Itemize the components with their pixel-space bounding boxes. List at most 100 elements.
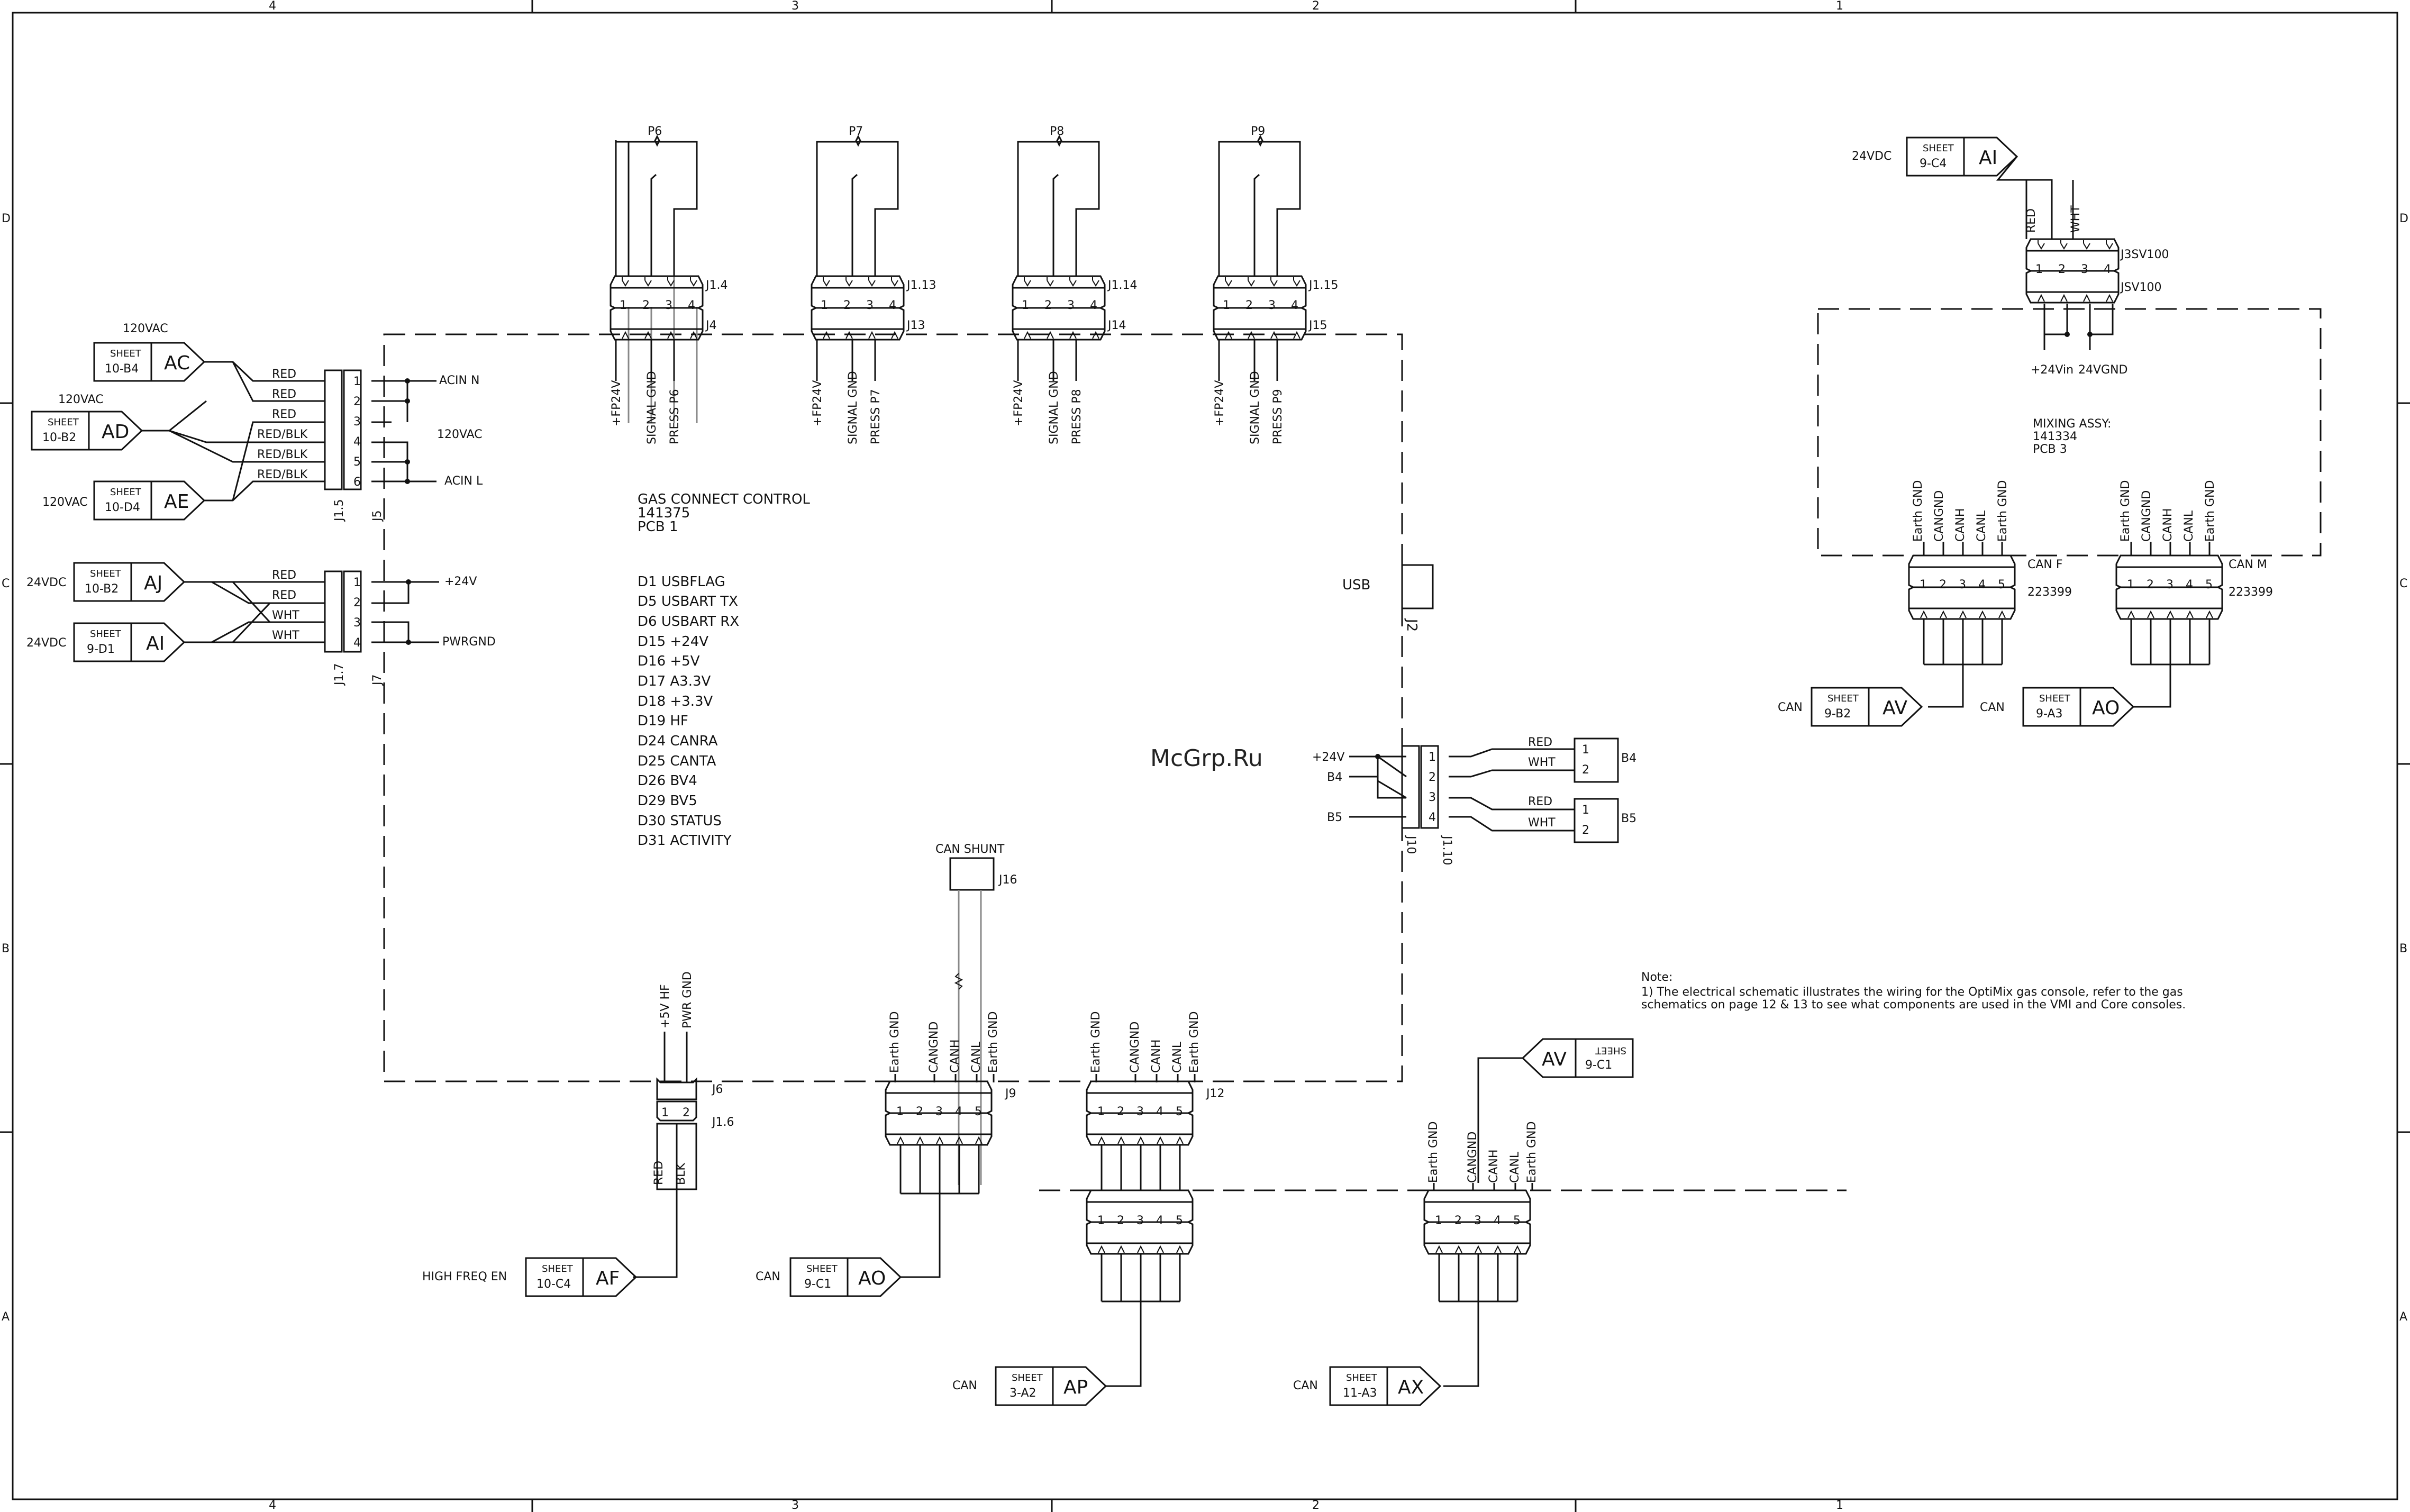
- pin-label: 4: [688, 299, 695, 312]
- svg-text:CANGND: CANGND: [1466, 1132, 1479, 1183]
- svg-text:10-B2: 10-B2: [42, 431, 76, 444]
- tag-ae: SHEET 10-D4 AE: [93, 480, 205, 521]
- tag-ao-j9: SHEET 9-C1 AO: [789, 1257, 902, 1297]
- svg-text:3: 3: [935, 1105, 943, 1118]
- svg-text:2: 2: [1939, 578, 1947, 591]
- svg-text:AP: AP: [1063, 1377, 1088, 1398]
- led-item: D30 STATUS: [638, 813, 722, 829]
- zone-right-c: C: [2399, 577, 2407, 590]
- svg-text:AC: AC: [164, 352, 190, 374]
- sensor-name: P8: [1050, 125, 1064, 138]
- ac-input-section: SHEET 10-B4 AC 120VAC SHEET 10-B2 AD 120…: [31, 322, 483, 522]
- zone-top-1: 1: [1836, 0, 1843, 13]
- led-item: D16 +5V: [638, 653, 700, 669]
- svg-text:3: 3: [2081, 263, 2088, 276]
- svg-text:2: 2: [1117, 1214, 1124, 1227]
- svg-text:PWRGND: PWRGND: [442, 635, 496, 649]
- valve-coil-b4: [1574, 737, 1619, 783]
- svg-text:+24V: +24V: [444, 575, 477, 588]
- svg-text:RED: RED: [272, 589, 296, 602]
- svg-text:RED: RED: [272, 569, 296, 582]
- svg-text:BLK: BLK: [675, 1163, 688, 1185]
- schematic-note: Note: 1) The electrical schematic illust…: [1641, 971, 2186, 1012]
- svg-text:1: 1: [1582, 804, 1589, 817]
- svg-text:SHEET: SHEET: [48, 417, 79, 428]
- svg-text:J7: J7: [371, 675, 384, 687]
- pin-label: 2: [1044, 299, 1052, 312]
- svg-text:CANH: CANH: [1487, 1150, 1500, 1183]
- signal-label: SIGNAL GND: [1048, 371, 1061, 444]
- svg-text:P9: P9: [1251, 125, 1265, 138]
- svg-text:SHEET: SHEET: [1827, 693, 1859, 704]
- pin-label: 1: [821, 299, 828, 312]
- svg-text:WHT: WHT: [272, 609, 299, 622]
- svg-text:+5V HF: +5V HF: [659, 984, 672, 1028]
- svg-text:4: 4: [1429, 811, 1436, 824]
- svg-text:223399: 223399: [2229, 586, 2273, 599]
- can-shunt: CAN SHUNT J16: [935, 843, 1017, 1185]
- svg-text:AJ: AJ: [144, 572, 162, 594]
- svg-text:J6: J6: [711, 1083, 723, 1096]
- svg-text:CAN: CAN: [756, 1270, 780, 1283]
- zone-bottom-3: 3: [792, 1499, 799, 1512]
- pin-label: 1: [1223, 299, 1230, 312]
- pin-label: 2: [1245, 299, 1253, 312]
- svg-text:RED/BLK: RED/BLK: [257, 448, 308, 461]
- svg-text:10-B2: 10-B2: [85, 582, 119, 596]
- pin-label: 1: [620, 299, 627, 312]
- svg-text:3: 3: [353, 616, 361, 630]
- zone-bottom-4: 4: [269, 1499, 276, 1512]
- cable-ref: J1.4: [705, 279, 727, 292]
- svg-text:9-D1: 9-D1: [87, 643, 115, 656]
- led-item: D24 CANRA: [638, 733, 718, 749]
- svg-text:AE: AE: [164, 491, 189, 513]
- svg-text:2: 2: [1582, 763, 1589, 777]
- pin-label: 4: [1090, 299, 1097, 312]
- voltage-label: 24VDC: [26, 636, 66, 650]
- valve-coil-b5: [1574, 798, 1619, 843]
- pin-label: 2: [843, 299, 851, 312]
- zone-top-2: 2: [1312, 0, 1320, 13]
- tag-ai: SHEET 9-D1 AI: [73, 622, 185, 662]
- svg-text:Earth GND: Earth GND: [1089, 1012, 1103, 1073]
- svg-text:P6: P6: [648, 125, 662, 138]
- led-item: D17 A3.3V: [638, 673, 711, 689]
- svg-text:RED: RED: [1528, 795, 1552, 808]
- tag-ad: SHEET 10-B2 AD: [31, 411, 143, 451]
- zone-left-c: C: [2, 577, 10, 590]
- dc-input-section: SHEET 10-B2 AJ 24VDC SHEET 9-D1 AI 24VDC…: [26, 562, 496, 687]
- can-m-connector: Earth GND CANGND CANH CANL Earth GND 1 2…: [2115, 480, 2273, 708]
- main-board-outline: [383, 333, 1403, 1082]
- usb-label: USB: [1342, 577, 1370, 593]
- zone-bottom-2: 2: [1312, 1499, 1320, 1512]
- svg-text:5: 5: [975, 1105, 982, 1118]
- svg-text:B4: B4: [1621, 752, 1636, 765]
- svg-text:CANH: CANH: [949, 1040, 962, 1073]
- zone-bottom-1: 1: [1836, 1499, 1843, 1512]
- signal-label: PRESS P9: [1271, 389, 1285, 444]
- svg-text:CANGND: CANGND: [2140, 490, 2153, 542]
- svg-text:3: 3: [2166, 578, 2173, 591]
- pin-label: 3: [665, 299, 672, 312]
- zone-left-d: D: [2, 212, 11, 225]
- tag-av-ax: AV SHEET 9-C1: [1522, 1038, 1634, 1078]
- led-item: D15 +24V: [638, 634, 708, 650]
- svg-text:SHEET: SHEET: [110, 487, 142, 498]
- tag-ax: SHEET 11-A3 AX: [1329, 1366, 1441, 1406]
- svg-text:1: 1: [661, 1106, 669, 1119]
- svg-text:1: 1: [1435, 1214, 1442, 1227]
- svg-text:2: 2: [353, 596, 361, 609]
- main-board-labels: GAS CONNECT CONTROL 141375 PCB 1 D1 USBF…: [638, 491, 1434, 849]
- svg-text:HIGH FREQ EN: HIGH FREQ EN: [422, 1270, 507, 1283]
- svg-text:PCB 3: PCB 3: [2033, 443, 2067, 456]
- tag-ao-canm: SHEET 9-A3 AO: [2022, 687, 2134, 727]
- svg-text:MIXING ASSY:: MIXING ASSY:: [2033, 417, 2111, 431]
- cable-ref: J1.13: [906, 279, 936, 292]
- svg-text:223399: 223399: [2027, 586, 2072, 599]
- watermark: McGrp.Ru: [1150, 745, 1263, 772]
- cable-ref: J1.14: [1107, 279, 1137, 292]
- sensor-name: P6: [648, 125, 662, 138]
- svg-text:1: 1: [2035, 263, 2043, 276]
- svg-text:SHEET: SHEET: [1595, 1045, 1626, 1056]
